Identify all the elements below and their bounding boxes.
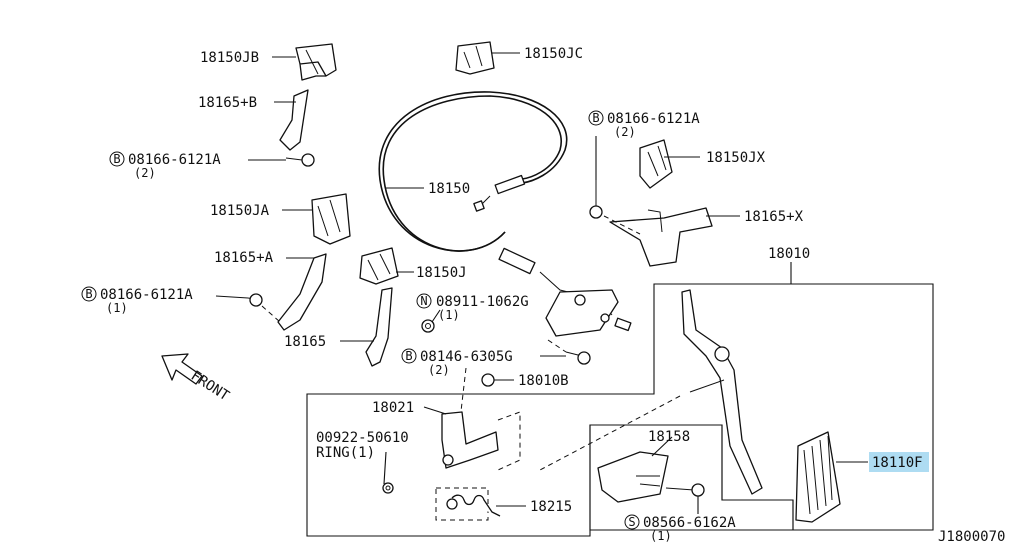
bracket-18165A	[277, 253, 327, 331]
clip-18150JB	[295, 43, 337, 81]
bolt-08166-2	[589, 180, 641, 235]
circle-mark-b-2: B	[588, 110, 604, 126]
label-18165: 18165	[284, 334, 326, 350]
circle-letter-s: S	[628, 515, 635, 529]
label-18150JX: 18150JX	[706, 150, 766, 166]
qty-08166-6121A-2: (2)	[614, 125, 636, 139]
assembly-18158-box	[589, 424, 794, 531]
nut-18010B	[481, 373, 495, 387]
label-18165B: 18165+B	[198, 95, 257, 111]
bracket-18165	[365, 287, 393, 367]
label-08166-6121A-3: 08166-6121A	[100, 287, 193, 303]
qty-08166-6121A-1: (2)	[134, 166, 156, 180]
label-08146-6305G: 08146-6305G	[420, 349, 513, 365]
qty-08911-1062G: (1)	[438, 308, 460, 322]
label-18165A: 18165+A	[214, 250, 274, 266]
leader-lines	[215, 52, 868, 514]
label-ring: RING(1)	[316, 445, 375, 461]
circle-letter-n: N	[420, 294, 427, 308]
label-18010: 18010	[768, 246, 810, 262]
label-front: FRONT	[188, 368, 233, 405]
circle-mark-s: S	[624, 514, 640, 530]
qty-08566-6162A: (1)	[650, 529, 672, 543]
label-08566-6162A: 08566-6162A	[643, 515, 736, 531]
label-18150JB: 18150JB	[200, 50, 259, 66]
highlight-18110F	[869, 452, 929, 472]
nut-08911	[421, 319, 435, 333]
circle-mark-b-1: B	[109, 151, 125, 167]
label-18110F: 18110F	[872, 455, 923, 471]
label-18021: 18021	[372, 400, 414, 416]
bolt-08166-1	[285, 153, 315, 167]
label-18215: 18215	[530, 499, 572, 515]
circle-mark-n: N	[416, 293, 432, 309]
throttle-cable	[378, 91, 568, 252]
circle-letter-b: B	[113, 152, 120, 166]
label-18010B: 18010B	[518, 373, 569, 389]
bracket-18165B	[279, 89, 309, 151]
stopper-18158	[597, 451, 669, 503]
label-00922-50610: 00922-50610	[316, 430, 409, 446]
label-18165X: 18165+X	[744, 209, 804, 225]
accelerator-pedal-arm	[539, 289, 763, 495]
qty-08146-6305G: (2)	[428, 363, 450, 377]
diagram-id: J1800070	[938, 529, 1005, 545]
throttle-cable-inner	[382, 95, 563, 252]
label-18150JC: 18150JC	[524, 46, 583, 62]
label-08911-1062G: 08911-1062G	[436, 294, 529, 310]
circle-letter-b: B	[405, 349, 412, 363]
circle-mark-b-3: B	[81, 286, 97, 302]
bolt-08166-3	[247, 293, 281, 323]
label-18150JA: 18150JA	[210, 203, 270, 219]
bracket-18021	[441, 411, 521, 471]
circle-letter-b: B	[592, 111, 599, 125]
label-18150J: 18150J	[416, 265, 467, 281]
label-08166-6121A-1: 08166-6121A	[128, 152, 221, 168]
cable-end-fitting	[473, 174, 526, 212]
circle-letter-b: B	[85, 287, 92, 301]
bracket-18165X	[609, 207, 713, 267]
clip-18150JC	[455, 41, 495, 75]
clip-18150J	[359, 247, 399, 285]
clip-18150JA	[311, 193, 351, 245]
clip-18150JX	[639, 139, 673, 189]
bolt-08146	[547, 339, 591, 365]
accelerator-pad-18110F	[795, 431, 841, 523]
front-arrow	[161, 353, 203, 385]
spring-18215	[435, 487, 501, 521]
throttle-bracket	[545, 289, 632, 337]
qty-08166-6121A-3: (1)	[106, 301, 128, 315]
bracket-18165X-tab	[647, 209, 663, 233]
label-18150: 18150	[428, 181, 470, 197]
circle-mark-b-4: B	[401, 348, 417, 364]
label-18158: 18158	[648, 429, 690, 445]
label-08166-6121A-2: 08166-6121A	[607, 111, 700, 127]
ring-00922	[382, 482, 394, 494]
